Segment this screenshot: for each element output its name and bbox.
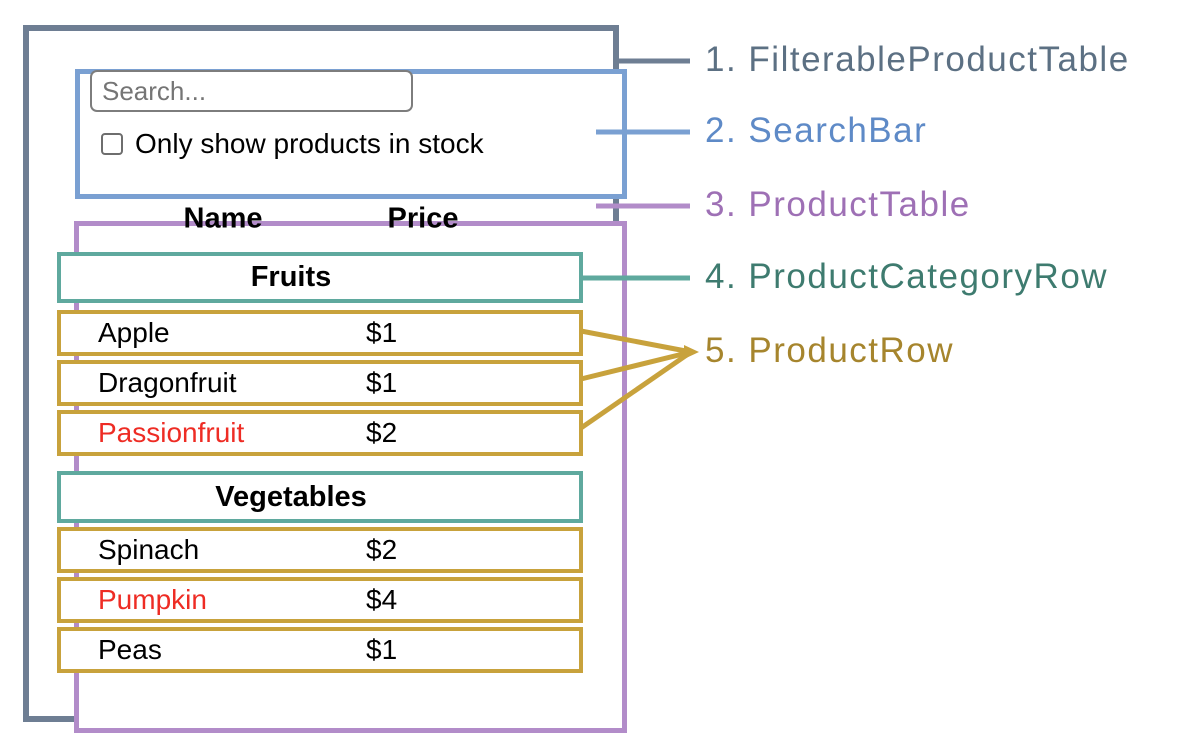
- label-filterable-product-table: 1. FilterableProductTable: [705, 40, 1130, 80]
- category-row-vegetables: Vegetables: [57, 471, 583, 523]
- category-label: Fruits: [250, 261, 332, 293]
- product-row: Peas $1: [57, 627, 583, 673]
- product-name: Dragonfruit: [98, 367, 237, 398]
- product-row: Dragonfruit $1: [57, 360, 583, 406]
- product-row: Apple $1: [57, 310, 583, 356]
- connector-arrowhead: [684, 345, 699, 359]
- product-price: $4: [366, 584, 398, 615]
- product-name: Pumpkin: [98, 584, 207, 615]
- product-row: Passionfruit $2: [57, 410, 583, 456]
- stock-filter-row: Only show products in stock: [101, 122, 484, 166]
- product-name: Apple: [98, 317, 170, 348]
- in-stock-checkbox-label: Only show products in stock: [135, 128, 484, 159]
- product-price: $1: [366, 367, 398, 398]
- product-price: $1: [366, 634, 398, 665]
- category-row-fruits: Fruits: [57, 252, 583, 303]
- label-search-bar: 2. SearchBar: [705, 111, 928, 151]
- product-price: $1: [366, 317, 398, 348]
- label-product-category-row: 4. ProductCategoryRow: [705, 257, 1109, 297]
- product-price: $2: [366, 534, 398, 565]
- product-name: Spinach: [98, 534, 200, 565]
- product-name: Passionfruit: [98, 417, 245, 448]
- in-stock-checkbox[interactable]: [101, 133, 123, 155]
- category-label: Vegetables: [215, 480, 367, 513]
- product-name: Peas: [98, 634, 162, 665]
- label-product-row: 5. ProductRow: [705, 331, 955, 371]
- column-header-name: Name: [183, 202, 263, 235]
- label-product-table: 3. ProductTable: [705, 185, 971, 225]
- product-row: Pumpkin $4: [57, 577, 583, 623]
- search-input[interactable]: [90, 70, 413, 112]
- column-header-price: Price: [387, 202, 459, 235]
- product-price: $2: [366, 417, 398, 448]
- product-row: Spinach $2: [57, 527, 583, 573]
